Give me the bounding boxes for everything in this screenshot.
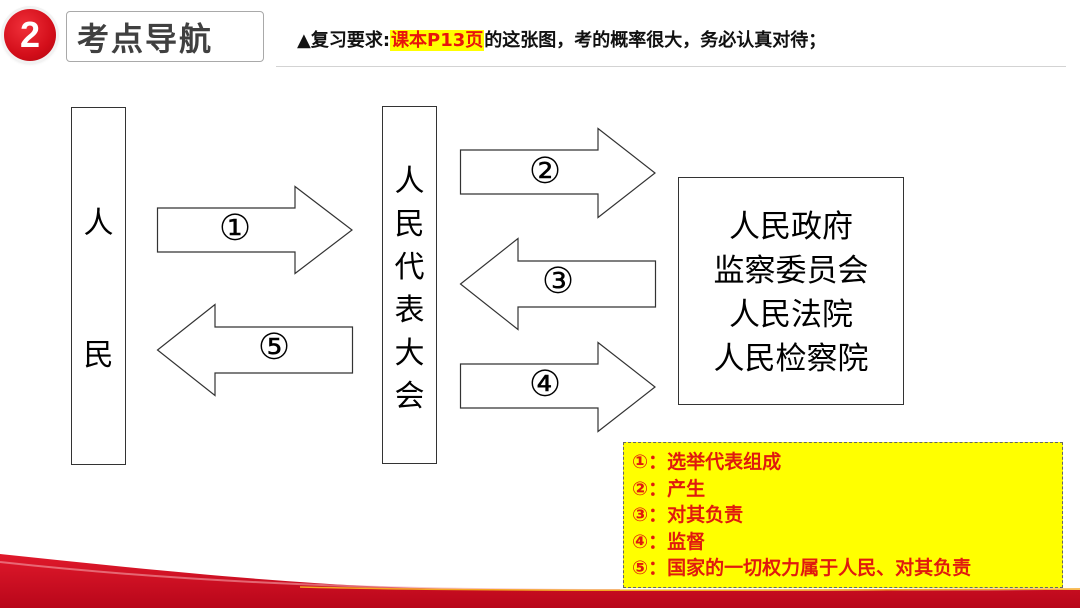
npc-label-char: 人 — [394, 164, 425, 199]
legend-text-2: ：产生 — [648, 477, 706, 500]
organ-government: 人民政府 — [729, 209, 853, 245]
npc-label-char: 表 — [394, 293, 425, 328]
arrow-label-4: ④ — [528, 364, 562, 405]
legend-item-3: ③：对其负责 — [632, 502, 1062, 529]
legend-text-1: ：选举代表组成 — [648, 451, 782, 473]
requirement-prefix: ▲复习要求: — [297, 30, 391, 51]
arrow-label-2: ② — [528, 151, 562, 192]
section-title: 考点导航 — [66, 11, 264, 62]
organ-procuratorate: 人民检察院 — [713, 341, 869, 377]
state-organs-box: 人民政府 监察委员会 人民法院 人民检察院 — [678, 177, 904, 405]
arrow-label-5: ⑤ — [257, 327, 291, 368]
legend-num-4: ④ — [632, 530, 649, 553]
legend-item-4: ④：监督 — [632, 529, 1062, 556]
legend-text-5: ：国家的一切权力属于人民、对其负责 — [648, 557, 972, 579]
npc-label-char: 会 — [394, 379, 425, 414]
npc-box — [382, 106, 437, 464]
people-box — [71, 107, 126, 465]
organ-supervisory-commission: 监察委员会 — [713, 253, 869, 289]
header-divider — [276, 66, 1066, 67]
legend-box: ①：选举代表组成 ②：产生 ③：对其负责 ④：监督 ⑤：国家的一切权力属于人民、… — [623, 442, 1063, 588]
arrow-left-icon — [156, 303, 354, 397]
npc-label: 人民代表大会 — [382, 160, 437, 418]
legend-text-3: ：对其负责 — [648, 504, 744, 526]
legend-num-1: ① — [632, 451, 649, 473]
legend-text-4: ：监督 — [648, 530, 706, 553]
requirement-highlight: 课本P13页 — [390, 30, 485, 51]
arrow-left-icon — [459, 237, 657, 331]
arrow-right-icon — [156, 185, 353, 275]
legend-num-3: ③ — [632, 504, 649, 526]
people-label-char-2: 民 — [83, 338, 114, 373]
legend-item-1: ①：选举代表组成 — [632, 449, 1062, 476]
npc-label-char: 代 — [394, 250, 425, 285]
arrow-right-icon — [459, 127, 656, 219]
arrow-right-icon — [459, 341, 656, 433]
npc-label-char: 大 — [394, 336, 425, 371]
legend-num-2: ② — [632, 477, 649, 500]
review-requirement: ▲复习要求:课本P13页的这张图，考的概率很大，务必认真对待； — [297, 26, 826, 52]
npc-label-char: 民 — [394, 207, 425, 242]
decorative-red-wave — [0, 554, 1080, 608]
people-label-char-1: 人 — [83, 206, 114, 241]
legend-item-5: ⑤：国家的一切权力属于人民、对其负责 — [632, 555, 1062, 582]
organ-court: 人民法院 — [729, 297, 853, 333]
legend-num-5: ⑤ — [632, 557, 649, 579]
legend-item-2: ②：产生 — [632, 476, 1062, 503]
arrow-label-1: ① — [218, 208, 252, 249]
section-number-badge: 2 — [4, 9, 56, 61]
arrow-label-3: ③ — [541, 261, 575, 302]
requirement-suffix: 的这张图，考的概率很大，务必认真对待； — [484, 30, 827, 51]
